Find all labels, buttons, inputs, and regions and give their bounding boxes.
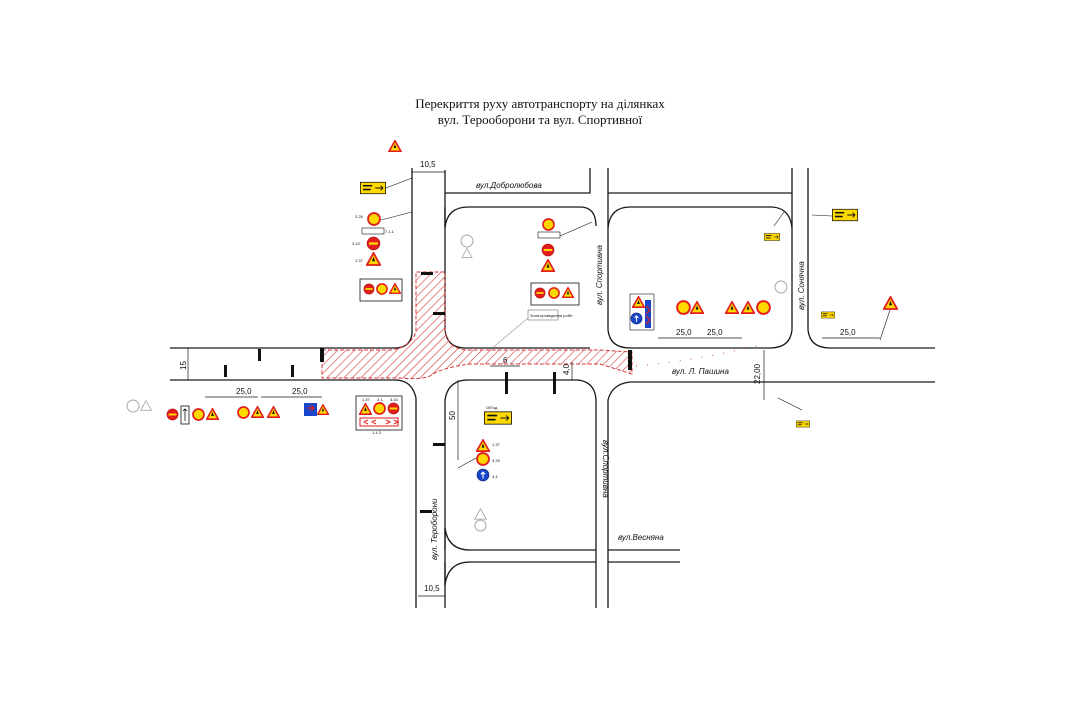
speed-limit-sign-icon	[542, 218, 555, 231]
street-sportyvna-south: вул.Спортивна	[601, 440, 610, 498]
warning-triangle-icon	[388, 140, 402, 152]
prohibition-sign-icon	[548, 287, 560, 299]
street-dobrolubova: вул.Добролюбова	[476, 181, 542, 190]
ghost-sign-icon	[461, 248, 473, 258]
detour-sign-icon	[832, 208, 858, 222]
dimension-lines	[187, 171, 880, 597]
no-entry-sign-icon	[541, 243, 555, 257]
street-pashyna: вул. Л. Пашина	[672, 367, 729, 376]
ghost-sign-icon	[474, 508, 487, 520]
ghost-sign-icon	[774, 280, 788, 294]
sign-code: 4.4	[492, 474, 498, 479]
sign-code: 1.37	[492, 442, 501, 447]
speed-limit-sign-icon	[367, 212, 381, 226]
warning-triangle-icon	[690, 301, 704, 314]
detour-sign-icon	[484, 411, 512, 425]
street-teroborony: вул. Тероборони	[430, 498, 439, 560]
dim-25-far: 25,0	[840, 328, 856, 337]
sign-code: 1.37	[362, 397, 371, 402]
prohibition-sign-icon	[376, 283, 388, 295]
detour-sign-icon	[764, 232, 780, 242]
warning-triangle-icon	[883, 296, 898, 310]
warning-triangle-icon	[476, 439, 490, 452]
barriers	[224, 272, 632, 513]
detour-label: Об'їзд	[486, 405, 498, 410]
sign-code: 3.28	[355, 214, 364, 219]
sign-code: 1.37	[355, 258, 364, 263]
dim-25-left-b: 25,0	[292, 387, 308, 396]
sign-code: 3.43	[352, 241, 361, 246]
warning-triangle-icon	[267, 406, 280, 418]
dim-25-right-b: 25,0	[707, 328, 723, 337]
sign-code: 3.43	[390, 397, 399, 402]
dim-50: 50	[448, 411, 457, 420]
warning-triangle-icon	[541, 259, 555, 272]
street-vesnyana: вул.Весняна	[618, 533, 664, 542]
sign-code: 3.1	[377, 397, 383, 402]
sign-code: 3.29	[492, 458, 501, 463]
dim-22: 22,00	[753, 363, 762, 384]
warning-triangle-icon	[725, 301, 739, 314]
ghost-sign-icon	[140, 400, 152, 411]
warning-triangle-icon	[317, 404, 329, 415]
no-entry-sign-icon	[534, 287, 546, 299]
ghost-sign-icon	[474, 519, 487, 532]
warning-triangle-icon	[206, 408, 219, 420]
detour-sign-icon	[796, 419, 810, 429]
prohibition-sign-icon	[476, 452, 490, 466]
diagram-title-line-2: вул. Тероoборони та вул. Спортивної	[437, 112, 643, 127]
warning-triangle-icon	[366, 252, 381, 266]
no-entry-sign-icon	[363, 283, 375, 295]
warning-triangle-icon	[251, 406, 264, 418]
street-sonyachna: вул. Сонячна	[797, 261, 806, 310]
closed-zone-hatch	[321, 271, 633, 380]
zone-label: Зона проведення робіт	[530, 313, 573, 318]
dim-4: 4,0	[562, 363, 571, 375]
detour-sign-icon	[821, 310, 835, 320]
prohibition-sign-icon	[373, 402, 386, 415]
sign-code: 1.4.3	[372, 430, 382, 435]
direction-sign-icon	[630, 312, 643, 325]
no-entry-sign-icon	[366, 236, 381, 251]
no-entry-sign-icon	[166, 408, 179, 421]
prohibition-sign-icon	[756, 300, 771, 315]
dim-6: 6	[503, 356, 508, 365]
no-entry-sign-icon	[387, 402, 400, 415]
prohibition-sign-icon	[192, 408, 205, 421]
sign-code: 7.1.1	[385, 229, 395, 234]
dim-10-5-top: 10,5	[420, 160, 436, 169]
ghost-sign-icon	[460, 234, 474, 248]
street-sportyvna-north: вул. Спортивна	[595, 244, 604, 305]
prohibition-sign-icon	[237, 406, 250, 419]
dim-25-left-a: 25,0	[236, 387, 252, 396]
ghost-sign-icon	[126, 399, 140, 413]
direction-sign-icon	[476, 468, 490, 482]
blue-square-sign-icon	[304, 403, 317, 416]
warning-triangle-icon	[741, 301, 755, 314]
diagram-title-line-1: Перекриття руху автотранспорту на ділянк…	[415, 96, 665, 111]
dim-10-5-bottom: 10,5	[424, 584, 440, 593]
dim-15: 15	[179, 361, 188, 370]
detour-sign-icon	[360, 181, 386, 195]
prohibition-sign-icon	[676, 300, 691, 315]
dim-25-right-a: 25,0	[676, 328, 692, 337]
